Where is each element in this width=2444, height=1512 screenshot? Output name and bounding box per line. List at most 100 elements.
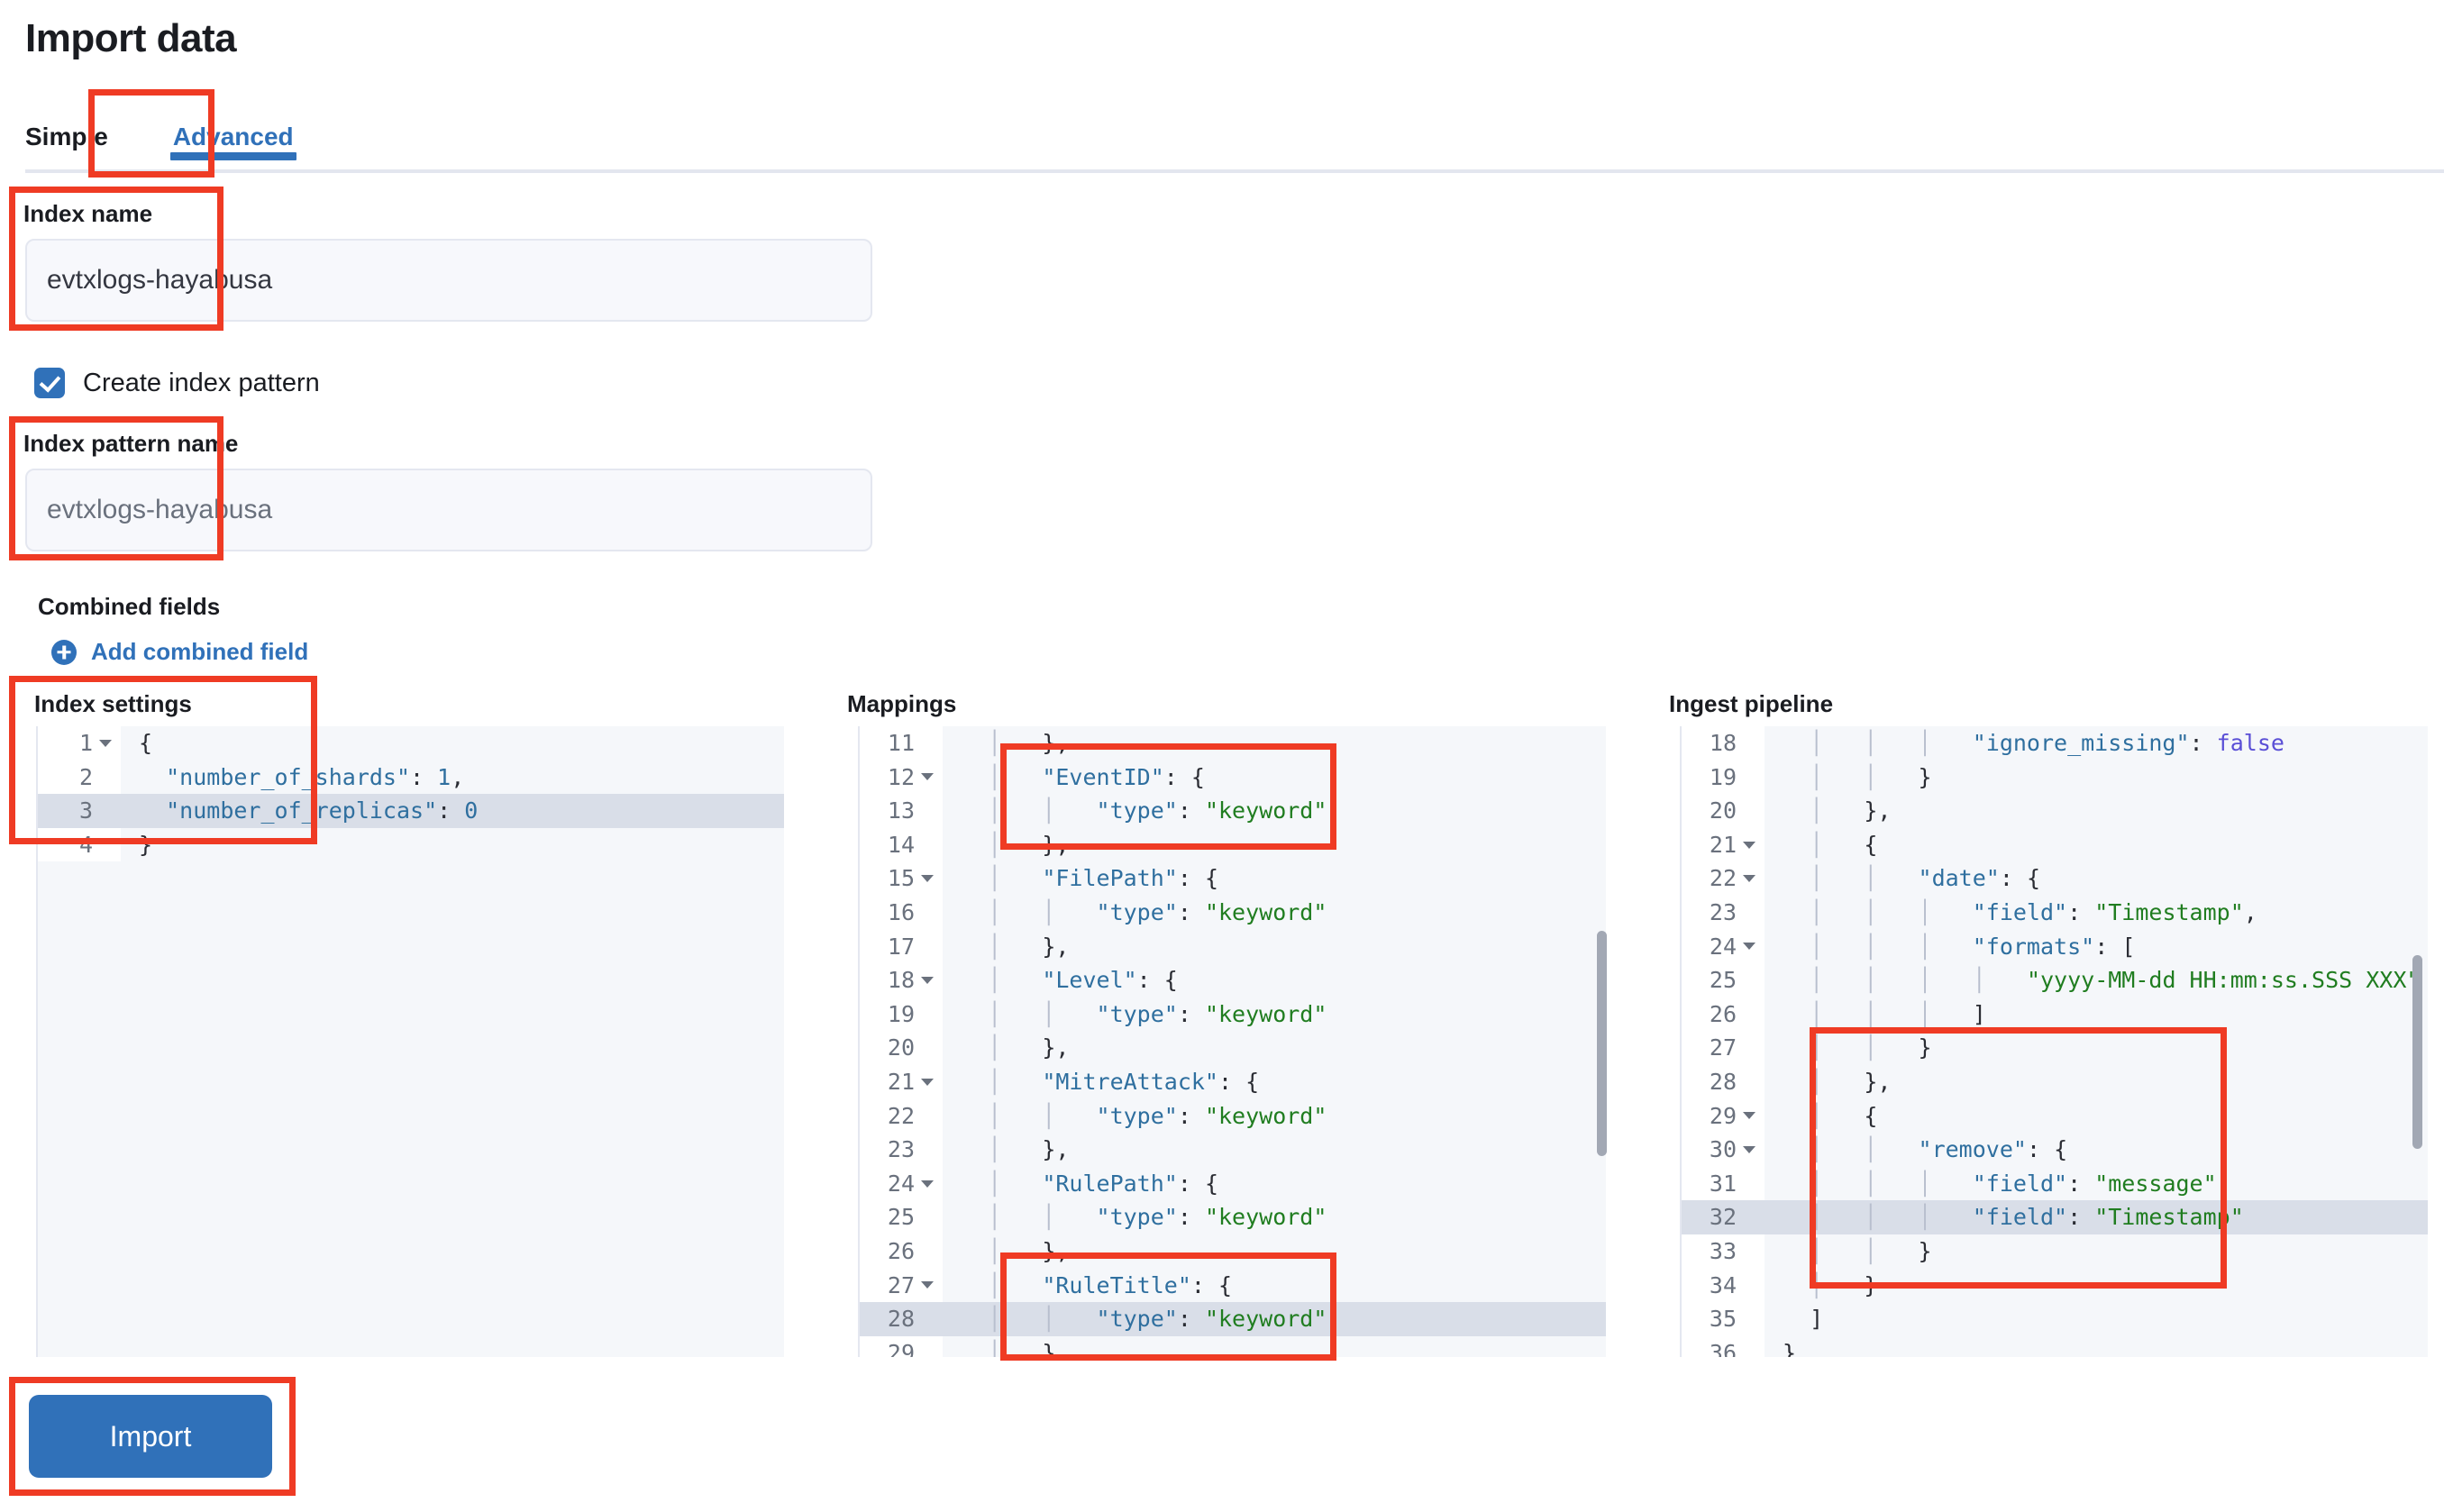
code-line: 22 │ │ "type": "keyword" (860, 1098, 1606, 1134)
fold-arrow-icon (1743, 1316, 1755, 1323)
fold-arrow-icon (1743, 1044, 1755, 1052)
line-number: 27 (860, 1268, 943, 1303)
fold-arrow-icon (921, 1349, 934, 1356)
line-number: 30 (1682, 1133, 1765, 1167)
plus-icon (51, 639, 77, 665)
fold-arrow-icon[interactable] (921, 875, 934, 883)
ingest-pipeline-title: Ingest pipeline (1669, 690, 1834, 717)
code-text: │ }, (1783, 797, 1892, 824)
code-text: │ }, (961, 933, 1070, 960)
fold-arrow-icon (99, 807, 112, 815)
fold-arrow-icon (1743, 773, 1755, 780)
mappings-scrollbar[interactable] (1597, 931, 1607, 1156)
code-line: 30 │ │ "remove": { (1682, 1133, 2428, 1167)
code-line: 17 │ }, (860, 929, 1606, 964)
code-line: 35 ] (1682, 1302, 2428, 1336)
code-text: │ │ │ ] (1783, 1000, 1986, 1027)
code-text: │ { (1783, 831, 1878, 858)
line-number: 25 (860, 1200, 943, 1234)
create-index-pattern-row[interactable]: Create index pattern (34, 368, 320, 398)
fold-arrow-icon (1743, 807, 1755, 815)
line-number: 23 (1682, 895, 1765, 930)
code-line: 21 │ "MitreAttack": { (860, 1064, 1606, 1099)
line-number: 34 (1682, 1268, 1765, 1303)
fold-arrow-icon (921, 1316, 934, 1323)
fold-arrow-icon[interactable] (99, 739, 112, 747)
fold-arrow-icon[interactable] (1743, 943, 1755, 951)
code-text: │ │ │ "field": "Timestamp" (1783, 1204, 2244, 1231)
code-line: 27 │ "RuleTitle": { (860, 1268, 1606, 1303)
fold-arrow-icon[interactable] (921, 1281, 934, 1289)
code-text: } (139, 831, 153, 858)
code-text: │ │ "type": "keyword" (961, 1204, 1327, 1231)
mappings-title: Mappings (847, 690, 957, 717)
fold-arrow-icon[interactable] (1743, 875, 1755, 883)
tab-simple[interactable]: Simple (25, 123, 108, 150)
index-name-input[interactable]: evtxlogs-hayabusa (25, 239, 872, 322)
fold-arrow-icon (921, 740, 934, 747)
code-text: │ }, (961, 1136, 1070, 1163)
line-number: 4 (38, 827, 121, 862)
tab-bar: Simple Advanced (25, 97, 330, 171)
fold-arrow-icon (1743, 1011, 1755, 1018)
code-line: 4} (38, 827, 784, 862)
index-pattern-name-label: Index pattern name (23, 430, 239, 457)
fold-arrow-icon[interactable] (921, 1078, 934, 1086)
code-line: 1{ (38, 726, 784, 761)
code-text: │ │ │ "field": "Timestamp", (1783, 898, 2257, 925)
code-text: } (1783, 1339, 1797, 1357)
code-line: 32 │ │ │ "field": "Timestamp" (1682, 1200, 2428, 1234)
line-number: 12 (860, 760, 943, 795)
code-line: 33 │ │ } (1682, 1234, 2428, 1269)
fold-arrow-icon (921, 1146, 934, 1153)
line-number: 15 (860, 861, 943, 896)
code-text: │ │ "type": "keyword" (961, 1306, 1327, 1333)
line-number: 14 (860, 827, 943, 862)
code-line: 26 │ }, (860, 1234, 1606, 1269)
fold-arrow-icon (921, 1248, 934, 1255)
import-button[interactable]: Import (29, 1395, 272, 1478)
code-text: "number_of_replicas": 0 (166, 797, 479, 824)
ingest-pipeline-frame (1680, 726, 1682, 1357)
add-combined-field-button[interactable]: Add combined field (51, 638, 308, 666)
code-line: 26 │ │ │ ] (1682, 997, 2428, 1032)
index-name-label: Index name (23, 200, 153, 227)
tab-divider (25, 169, 2444, 173)
add-combined-field-label: Add combined field (91, 638, 309, 665)
line-number: 26 (860, 1234, 943, 1269)
code-text: │ │ "remove": { (1783, 1136, 2068, 1163)
line-number: 28 (860, 1302, 943, 1336)
line-number: 13 (860, 794, 943, 828)
line-number: 28 (1682, 1064, 1765, 1099)
line-number: 19 (1682, 760, 1765, 795)
fold-arrow-icon[interactable] (921, 976, 934, 984)
fold-arrow-icon[interactable] (921, 773, 934, 781)
line-number: 22 (1682, 861, 1765, 896)
code-line: 25 │ │ │ │ "yyyy-MM-dd HH:mm:ss.SSS XXX" (1682, 963, 2428, 997)
fold-arrow-icon (1743, 1180, 1755, 1188)
mappings-frame (858, 726, 860, 1357)
fold-arrow-icon[interactable] (1743, 1145, 1755, 1153)
index-pattern-name-input[interactable]: evtxlogs-hayabusa (25, 469, 872, 551)
tab-advanced[interactable]: Advanced (137, 123, 330, 171)
fold-arrow-icon[interactable] (1743, 841, 1755, 849)
ingest-pipeline-scrollbar[interactable] (2412, 955, 2422, 1149)
code-text: │ │ } (1783, 763, 1932, 790)
code-text: │ "EventID": { (961, 763, 1205, 790)
code-line: 29 │ { (1682, 1098, 2428, 1134)
code-text: │ │ "type": "keyword" (961, 1102, 1327, 1129)
line-number: 11 (860, 726, 943, 761)
index-settings-title: Index settings (34, 690, 192, 717)
code-line: 20 │ }, (1682, 794, 2428, 828)
create-index-pattern-checkbox[interactable] (34, 368, 65, 398)
fold-arrow-icon[interactable] (921, 1180, 934, 1188)
code-line: 24 │ │ │ "formats": [ (1682, 929, 2428, 964)
index-settings-editor[interactable]: 1{2 "number_of_shards": 1,3 "number_of_r… (38, 726, 784, 1357)
line-number: 20 (860, 1031, 943, 1065)
mappings-editor[interactable]: 11 │ }, 12 │ "EventID": { 13 │ │ "type": "… (860, 726, 1606, 1357)
fold-arrow-icon[interactable] (1743, 1112, 1755, 1120)
code-text: ] (1810, 1306, 1824, 1333)
fold-arrow-icon (921, 1011, 934, 1018)
code-text: │ { (1783, 1102, 1878, 1129)
